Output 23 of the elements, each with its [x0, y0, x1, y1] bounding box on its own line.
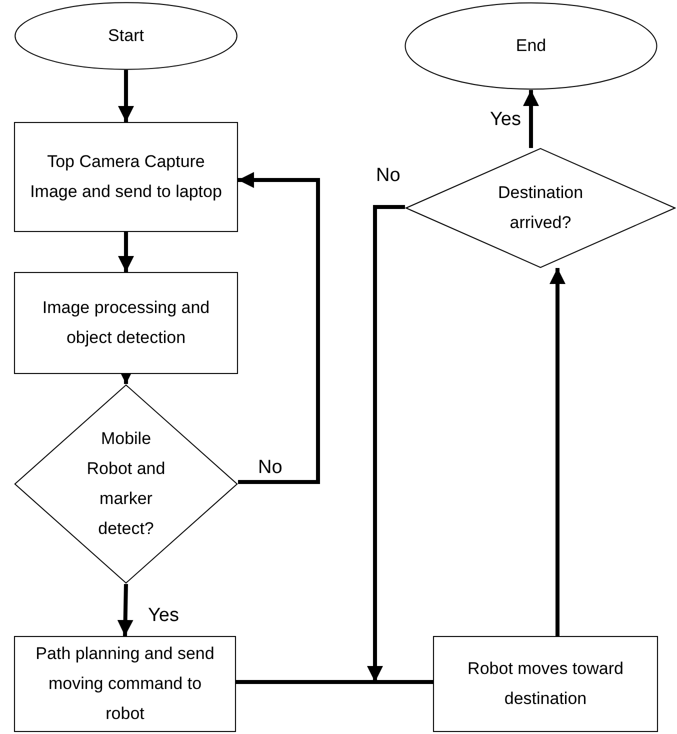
arrow — [367, 205, 405, 682]
node-text: Mobile Robot and marker detect? — [86, 428, 166, 540]
node-text: Path planning and send moving command to robot — [34, 643, 216, 725]
arrow — [118, 232, 134, 272]
process-box — [14, 272, 238, 374]
decision-diamond — [405, 148, 676, 268]
process-box — [14, 122, 238, 232]
terminal-ellipse — [14, 2, 238, 70]
node-text: End — [514, 35, 548, 57]
decision-diamond — [14, 384, 238, 584]
node-text: Destination arrived? — [496, 182, 584, 234]
arrow — [117, 584, 134, 636]
terminal-ellipse — [404, 2, 658, 90]
arrow — [523, 90, 539, 148]
node-text: Start — [107, 25, 145, 47]
arrow — [238, 172, 320, 484]
node-text: Image processing and object detection — [41, 297, 211, 349]
process-box — [433, 636, 658, 732]
node-text: Top Camera Capture Image and send to laptop — [29, 151, 223, 203]
arrow — [550, 268, 566, 636]
arrow — [118, 70, 134, 122]
process-box — [14, 636, 236, 732]
node-text: Robot moves toward destination — [466, 658, 624, 710]
